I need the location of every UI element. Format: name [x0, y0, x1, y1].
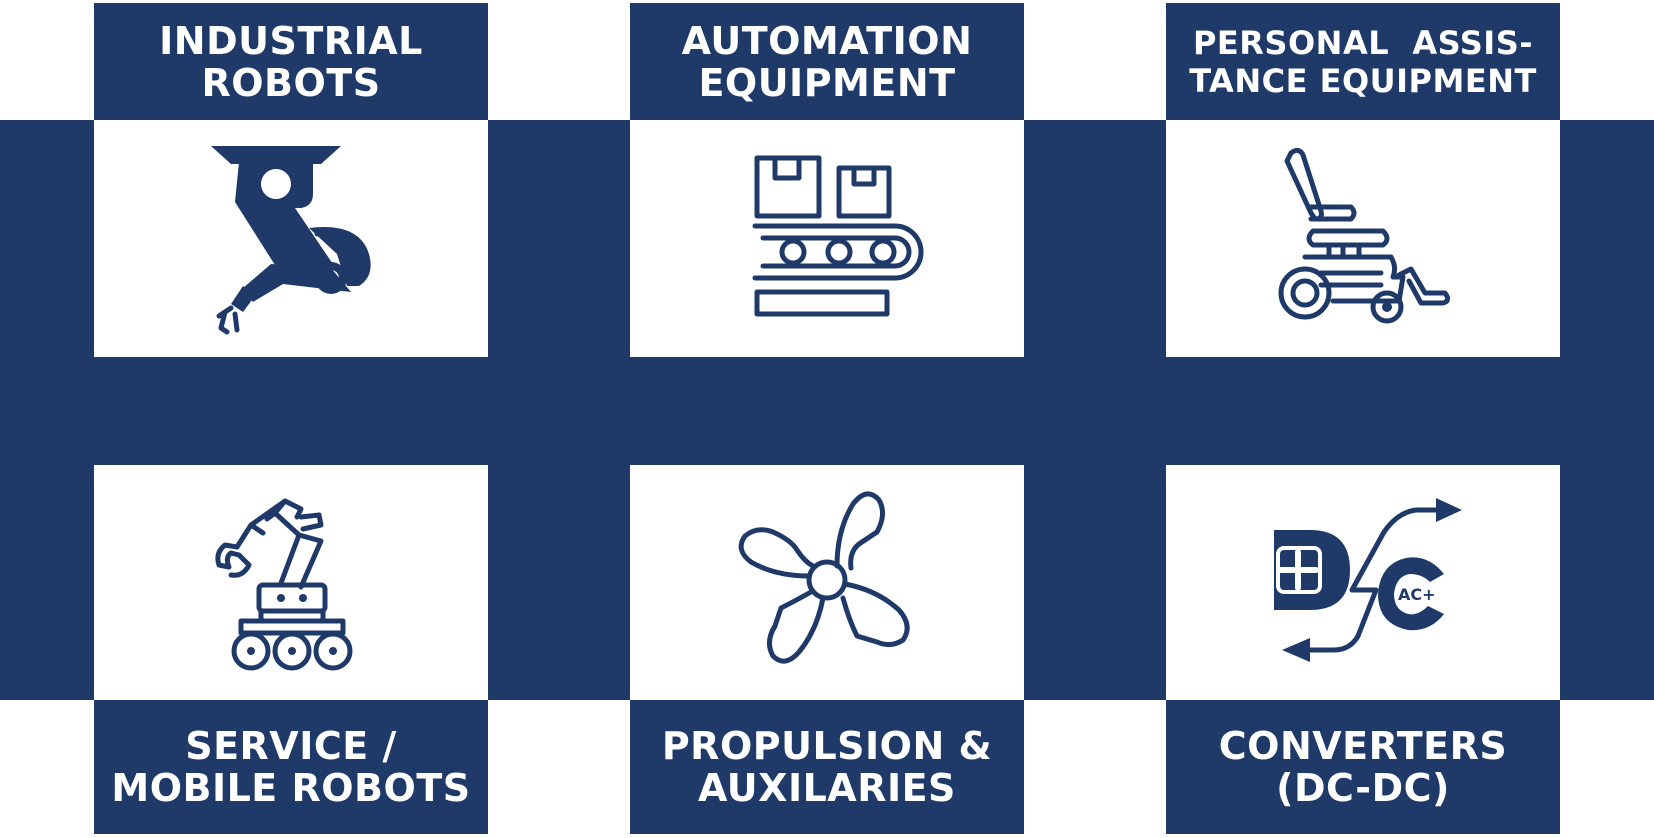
title-line-2: MOBILE ROBOTS — [111, 766, 471, 810]
title-line-1: CONVERTERS — [1218, 724, 1508, 768]
title-line-2: EQUIPMENT — [698, 60, 956, 105]
title-line-1: PERSONAL ASSIS- — [1192, 23, 1534, 62]
tile-propulsion-auxilaries — [630, 465, 1024, 700]
conveyor-belt-icon — [727, 146, 927, 331]
title-line-2: ROBOTS — [201, 60, 381, 105]
title-line-1: INDUSTRIAL — [159, 18, 423, 63]
mobile-robot-icon — [191, 485, 391, 680]
title-line-2: (DC-DC) — [1276, 766, 1450, 810]
label-automation-equipment: AUTOMATION EQUIPMENT — [630, 3, 1024, 120]
title-line-2: AUXILARIES — [698, 766, 956, 810]
tile-converters-dc-dc: AC+ — [1166, 465, 1560, 700]
ac-plus-text: AC+ — [1398, 585, 1436, 604]
label-industrial-robots: INDUSTRIAL ROBOTS — [94, 3, 488, 120]
title-line-1: PROPULSION & — [661, 724, 993, 768]
propeller-icon — [727, 480, 927, 685]
title-line-2: TANCE EQUIPMENT — [1189, 61, 1537, 100]
label-converters-dc-dc: CONVERTERS (DC-DC) — [1166, 700, 1560, 834]
label-service-mobile-robots: SERVICE / MOBILE ROBOTS — [94, 700, 488, 834]
tile-personal-assistance-equipment — [1166, 120, 1560, 357]
label-propulsion-auxilaries: PROPULSION & AUXILARIES — [630, 700, 1024, 834]
industrial-robot-arm-icon — [191, 136, 391, 341]
wheelchair-icon — [1263, 141, 1463, 336]
title-line-1: SERVICE / — [185, 724, 397, 768]
title-line-1: AUTOMATION — [681, 18, 973, 63]
tile-service-mobile-robots — [94, 465, 488, 700]
tile-automation-equipment — [630, 120, 1024, 357]
dc-dc-converter-icon: AC+ — [1258, 490, 1468, 675]
tile-industrial-robots — [94, 120, 488, 357]
label-personal-assistance-equipment: PERSONAL ASSIS- TANCE EQUIPMENT — [1166, 3, 1560, 120]
